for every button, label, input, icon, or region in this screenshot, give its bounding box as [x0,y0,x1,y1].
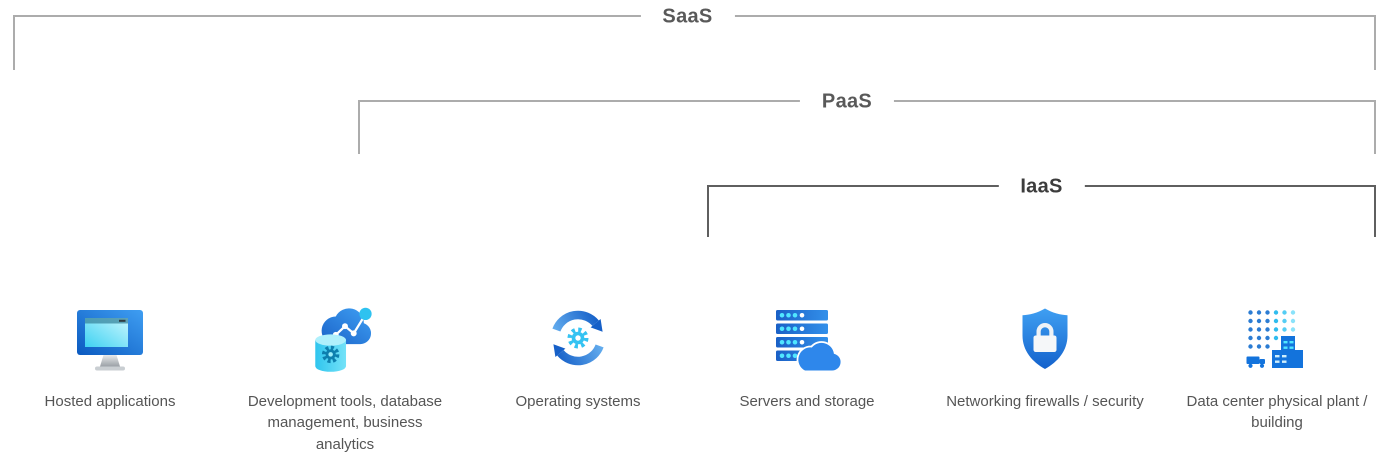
gear-glyph [567,327,589,349]
saas-bracket: SaaS [13,5,1376,70]
item-networking-security: Networking firewalls / security [925,292,1165,412]
item-hosted-applications: Hosted applications [0,292,220,412]
item-caption: Data center physical plant / building [1186,393,1368,432]
item-caption: Servers and storage [739,393,875,410]
saas-label: SaaS [640,5,735,29]
item-caption: Operating systems [515,393,641,410]
hosted-applications-monitor-icon [77,310,143,371]
dev-tools-database-analytics-icon [315,307,372,372]
operating-systems-sync-gear-icon [552,310,604,366]
dot-grid [1248,310,1296,349]
item-caption: Development tools, database management, … [247,393,443,453]
item-caption: Hosted applications [44,393,176,410]
iaas-bracket: IaaS [707,175,1376,237]
item-operating-systems: Operating systems [463,292,693,412]
networking-security-shield-lock-icon [1022,308,1068,369]
paas-label: PaaS [799,90,895,114]
servers-storage-cloud-icon [776,310,843,373]
iaas-label: IaaS [998,175,1085,199]
item-caption: Networking firewalls / security [946,393,1144,410]
building-glyph [1272,336,1303,368]
item-data-center: Data center physical plant / building [1179,292,1375,434]
item-development-tools: Development tools, database management, … [243,292,447,455]
truck-glyph [1246,356,1265,368]
cloud-glyph [796,341,843,373]
gear-glyph [321,345,340,364]
item-servers-storage: Servers and storage [692,292,922,412]
paas-bracket: PaaS [358,90,1376,154]
data-center-building-icon [1246,310,1303,368]
lock-glyph [1033,323,1057,352]
